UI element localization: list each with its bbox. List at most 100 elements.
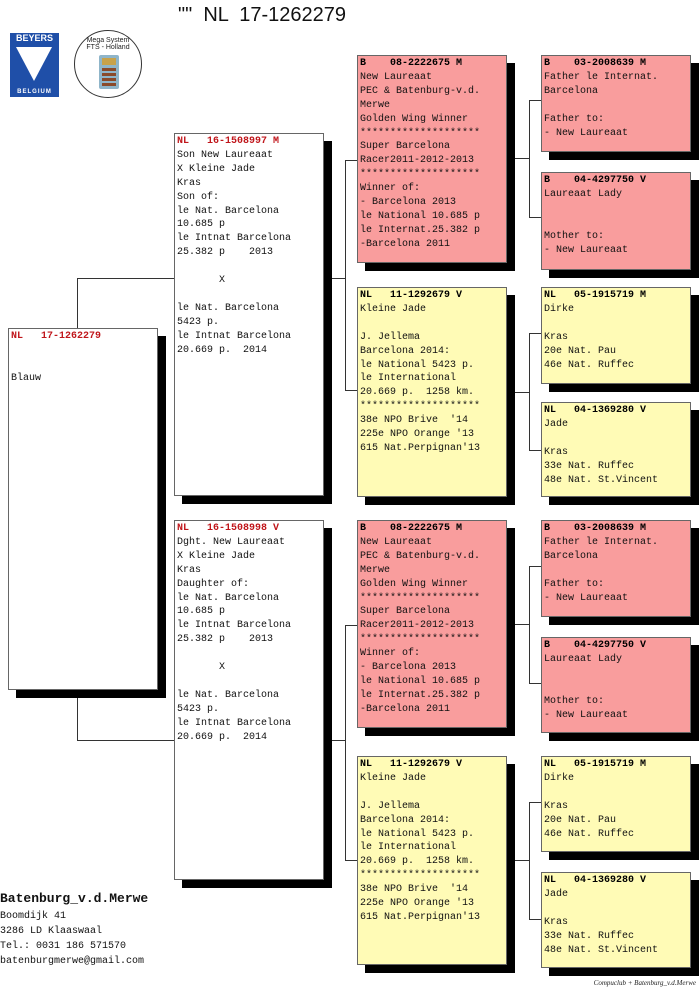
pedigree-line: Super Barcelona [360, 606, 451, 618]
ring-number: B 04-4297750 V [544, 640, 647, 651]
pedigree-line [544, 99, 688, 113]
ring-number: B 03-2008639 M [544, 58, 647, 69]
pedigree-line [360, 786, 504, 800]
pedigree-line: le Nat. Barcelona [177, 205, 280, 217]
pedigree-line: le Nat. Barcelona [177, 592, 280, 604]
pedigree-line: Dght. New Laureaat [177, 536, 286, 548]
pedigree-line: - New Laureaat [544, 244, 629, 256]
ring-number: NL 16-1508997 M [177, 136, 280, 147]
pedigree-line: le Intnat Barcelona [177, 233, 292, 245]
pedigree-line: 615 Nat.Perpignan'13 [360, 911, 481, 923]
pedigree-line [544, 216, 688, 230]
pedigree-line: Son New Laureaat [177, 149, 274, 161]
pedigree-line: 38e NPO Brive '14 [360, 415, 469, 427]
ring-number: NL 11-1292679 V [360, 290, 463, 301]
breeder-email: batenburgmerwe@gmail.com [0, 956, 145, 967]
connector-line [332, 278, 345, 279]
pedigree-line: 20.669 p. 2014 [177, 731, 268, 743]
pedigree-line: ******************** [360, 401, 481, 413]
pedigree-line: Golden Wing Winner [360, 113, 469, 125]
pedigree-line: J. Jellema [360, 331, 421, 343]
pedigree-line: Father to: [544, 113, 605, 125]
connector-line [529, 919, 541, 920]
connector-line [345, 860, 357, 861]
connector-line [345, 625, 357, 626]
pedigree-line [544, 317, 688, 331]
pedigree-line: le Intnat Barcelona [177, 620, 292, 632]
connector-line [529, 802, 541, 803]
pedigree-line: 20e Nat. Pau [544, 345, 617, 357]
pedigree-line: ******************** [360, 127, 481, 139]
pedigree-line [11, 344, 155, 358]
breeder-phone: Tel.: 0031 186 571570 [0, 941, 127, 952]
pedigree-line: le National 10.685 p [360, 210, 481, 222]
pedigree-line [360, 317, 504, 331]
connector-line [529, 566, 530, 683]
pedigree-line: 20.669 p. 1258 km. [360, 387, 475, 399]
connector-line [77, 278, 174, 279]
connector-line [529, 683, 541, 684]
fts-logo-text: Mega System FTS - Holland [86, 37, 130, 51]
pedigree-line: Dirke [544, 303, 575, 315]
breeder-address: Boomdijk 41 [0, 911, 67, 922]
pedigree-line [177, 260, 321, 274]
pedigree-line: le Internat.25.382 p [360, 689, 481, 701]
pedigree-line: 20.669 p. 2014 [177, 344, 268, 356]
connector-line [345, 390, 357, 391]
pedigree-line: X [177, 662, 226, 674]
ring-number: NL 11-1292679 V [360, 759, 463, 770]
pedigree-line: - New Laureaat [544, 709, 629, 721]
fts-logo: Mega System FTS - Holland [74, 30, 142, 98]
pedigree-line: Son of: [177, 191, 220, 203]
pedigree-line: Winner of: [360, 183, 421, 195]
pedigree-line: le National 5423 p. [360, 359, 475, 371]
pedigree-line: Mother to: [544, 695, 605, 707]
pedigree-line: Kras [544, 916, 569, 928]
connector-line [77, 698, 78, 740]
pedigree-line: ******************** [360, 592, 481, 604]
breeder-info: Batenburg_v.d.Merwe Boomdijk 41 3286 LD … [0, 889, 148, 969]
pedigree-line [544, 202, 688, 216]
ring-number: NL 16-1508998 V [177, 523, 280, 534]
connector-line [345, 625, 346, 860]
pedigree-line: Kras [544, 446, 569, 458]
connector-line [515, 624, 529, 625]
ring-number: NL 05-1915719 M [544, 759, 647, 770]
pedigree-line: Winner of: [360, 648, 421, 660]
pedigree-line: ******************** [360, 634, 481, 646]
pedigree-line [544, 902, 688, 916]
pedigree-line: 20.669 p. 1258 km. [360, 856, 475, 868]
pedigree-line: -Barcelona 2011 [360, 703, 451, 715]
pedigree-line: le Internat.25.382 p [360, 224, 481, 236]
pedigree-line: Racer2011-2012-2013 [360, 620, 475, 632]
pedigree-line: Barcelona [544, 85, 599, 97]
pedigree-line: X Kleine Jade [177, 550, 256, 562]
connector-line [77, 740, 174, 741]
pedigree-line: Kras [544, 331, 569, 343]
pedigree-line: Father le Internat. [544, 536, 659, 548]
breeder-name: Batenburg_v.d.Merwe [0, 891, 149, 906]
connector-line [77, 278, 78, 328]
pedigree-line: 46e Nat. Ruffec [544, 828, 635, 840]
connector-line [345, 160, 357, 161]
pedigree-line: X Kleine Jade [177, 163, 256, 175]
pedigree-line: New Laureaat [360, 536, 433, 548]
pedigree-line: Kleine Jade [360, 772, 427, 784]
pedigree-line: 48e Nat. St.Vincent [544, 944, 659, 956]
pedigree-line: Merwe [360, 564, 391, 576]
breeder-postcode: 3286 LD Klaaswaal [0, 926, 103, 937]
pedigree-line [544, 564, 688, 578]
pedigree-line: 10.685 p [177, 219, 226, 231]
beyers-logo: BEYERS BELGIUM [10, 33, 59, 97]
pedigree-line: Father to: [544, 578, 605, 590]
pedigree-line: ******************** [360, 870, 481, 882]
pedigree-line: PEC & Batenburg-v.d. [360, 550, 481, 562]
pedigree-line: Barcelona [544, 550, 599, 562]
